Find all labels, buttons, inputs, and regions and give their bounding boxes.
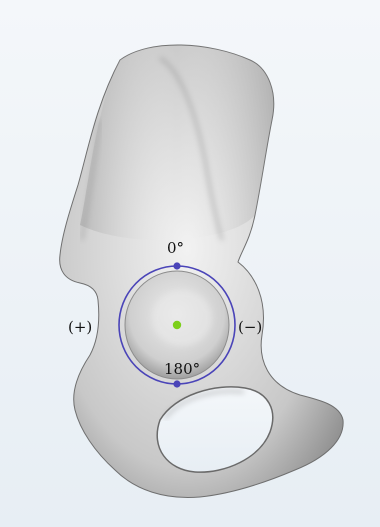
center-point (173, 321, 181, 329)
label-0-degrees: 0° (167, 239, 184, 257)
marker-180-degrees (173, 380, 180, 387)
label-plus: (+) (68, 318, 92, 336)
label-180-degrees: 180° (164, 360, 200, 378)
acetabulum-fossa (152, 290, 212, 346)
label-minus: (−) (238, 318, 262, 336)
marker-0-degrees (173, 262, 180, 269)
